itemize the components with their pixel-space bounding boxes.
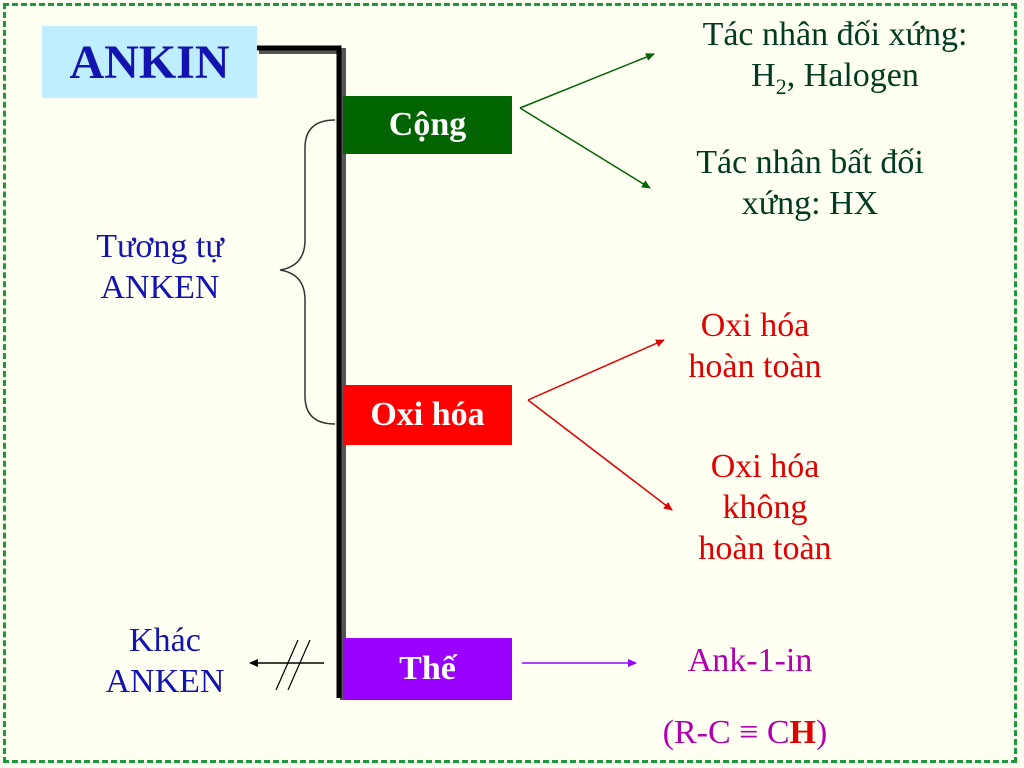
label-bat-doi-xung: Tác nhân bất đối xứng: HX (696, 144, 924, 222)
label-oxi-hoan-toan: Oxi hóa hoàn toàn (688, 307, 822, 385)
trunk-shadow (259, 48, 346, 700)
slash-2 (287, 639, 311, 691)
arrow-cong-up (519, 53, 655, 109)
branch-cong: Cộng (343, 96, 512, 154)
branch-oxi-hoa: Oxi hóa (343, 385, 512, 445)
slash-1 (275, 639, 299, 691)
arrow-oxi-down (527, 399, 673, 511)
label-ank-1-in: Ank-1-in (687, 642, 813, 679)
dashed-frame (3, 3, 1017, 763)
branch-the: Thế (343, 638, 512, 700)
trunk-line (257, 45, 342, 698)
arrow-cong-down (519, 107, 651, 189)
label-doi-xung: Tác nhân đối xứng: H2, Halogen (702, 16, 968, 99)
title-ankin: ANKIN (42, 26, 257, 98)
label-oxi-khong-hoan-toan: Oxi hóa không hoàn toàn (698, 448, 832, 567)
curly-brace (279, 119, 336, 425)
arrow-oxi-up (527, 339, 665, 401)
label-khac-anken: Khác ANKEN (105, 622, 225, 700)
label-formula: (R-C ≡ CH) (662, 714, 828, 751)
label-tuong-tu-anken: Tương tự ANKEN (96, 228, 224, 306)
